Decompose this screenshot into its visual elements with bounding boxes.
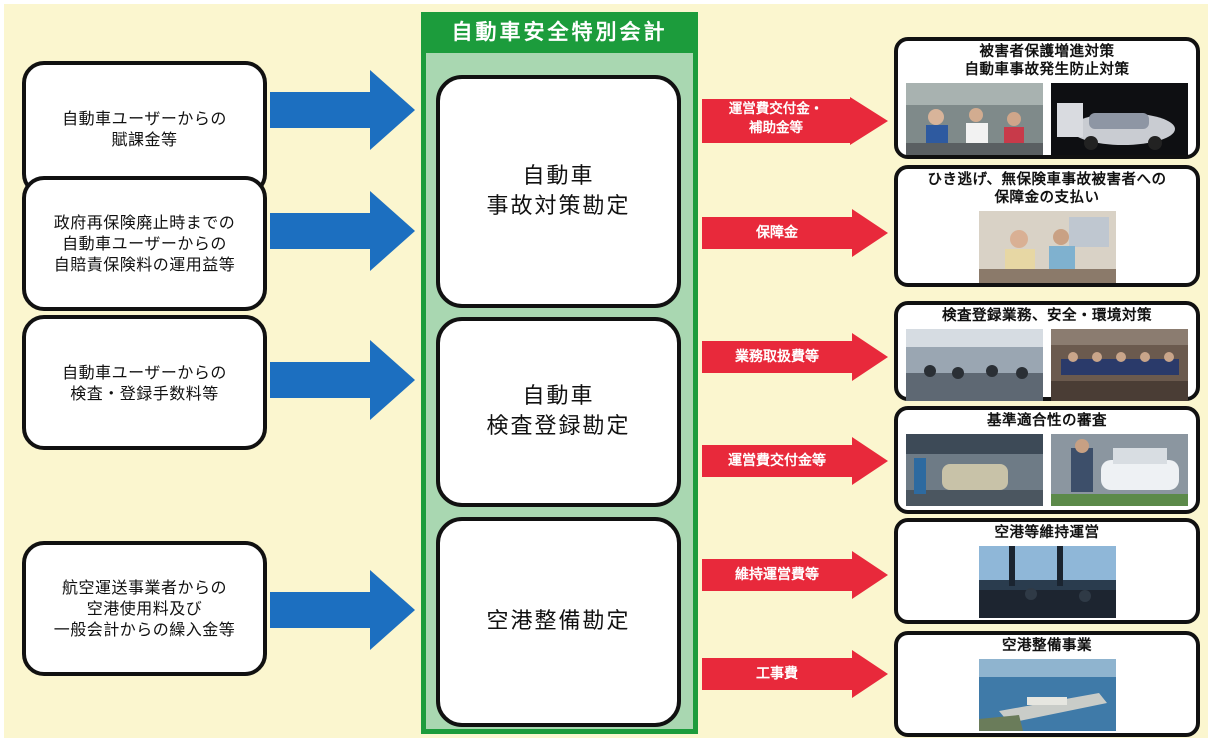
flow-label-operating-grant-subsidy: 運営費交付金・ 補助金等 — [728, 101, 824, 136]
dest-title: 空港整備事業 — [1002, 638, 1092, 654]
vehicle-inspection-lane-photo — [906, 434, 1043, 506]
care-support-photo — [978, 211, 1116, 283]
rescue-training-photo — [906, 83, 1043, 155]
blue-arrow-4 — [270, 570, 415, 650]
account-airport-development: 空港整備勘定 — [436, 517, 681, 727]
dest-title: 空港等維持運営 — [994, 525, 1100, 541]
flow-label-operating-grant: 運営費交付金等 — [728, 453, 826, 469]
special-account-title: 自動車安全特別会計 — [451, 20, 668, 44]
red-arrow-4: 運営費交付金等 — [702, 437, 890, 485]
engine-check-photo — [1051, 434, 1188, 506]
dest-title: 基準適合性の審査 — [987, 413, 1107, 429]
dest-airport-development: 空港整備事業 — [894, 631, 1200, 737]
source-box-reinsurance: 政府再保険廃止時までの 自動車ユーザーからの 自賠責保険料の運用益等 — [22, 176, 267, 311]
conference-room-photo — [1051, 329, 1188, 401]
dest-title: 被害者保護増進対策 自動車事故発生防止対策 — [964, 44, 1130, 78]
dest-victim-protection: 被害者保護増進対策 自動車事故発生防止対策 — [894, 37, 1200, 159]
red-arrow-3: 業務取扱費等 — [702, 333, 890, 381]
dest-airport-operations: 空港等維持運営 — [894, 518, 1200, 624]
flow-label-administrative-costs: 業務取扱費等 — [735, 349, 819, 365]
source-box-inspection-fees: 自動車ユーザーからの 検査・登録手数料等 — [22, 315, 267, 450]
dest-hit-and-run-compensation: ひき逃げ、無保険車事故被害者への 保障金の支払い — [894, 165, 1200, 287]
flow-label-compensation: 保障金 — [756, 225, 798, 241]
dest-title: ひき逃げ、無保険車事故被害者への 保障金の支払い — [927, 172, 1167, 206]
source-box-levy: 自動車ユーザーからの 賦課金等 — [22, 61, 267, 196]
dest-inspection-registration: 検査登録業務、安全・環境対策 — [894, 301, 1200, 401]
blue-arrow-3 — [270, 340, 415, 420]
red-arrow-6: 工事費 — [702, 650, 890, 698]
blue-arrow-2 — [270, 191, 415, 271]
special-account-panel: 自動車安全特別会計 自動車 事故対策勘定 自動車 検査登録勘定 空港整備勘定 — [421, 12, 698, 734]
account-inspection-registration: 自動車 検査登録勘定 — [436, 317, 681, 507]
control-tower-photo — [978, 546, 1116, 618]
blue-arrow-1 — [270, 70, 415, 150]
account-accident-measures: 自動車 事故対策勘定 — [436, 75, 681, 308]
dest-title: 検査登録業務、安全・環境対策 — [942, 308, 1152, 324]
special-account-inner: 自動車 事故対策勘定 自動車 検査登録勘定 空港整備勘定 — [426, 53, 693, 729]
crash-test-photo — [1051, 83, 1188, 155]
red-arrow-1: 運営費交付金・ 補助金等 — [702, 97, 890, 145]
airport-aerial-photo — [978, 659, 1116, 731]
flow-label-construction-costs: 工事費 — [756, 666, 798, 682]
source-box-airport-fees: 航空運送事業者からの 空港使用料及び 一般会計からの繰入金等 — [22, 541, 267, 676]
red-arrow-2: 保障金 — [702, 209, 890, 257]
red-arrow-5: 維持運営費等 — [702, 551, 890, 599]
dest-conformity-review: 基準適合性の審査 — [894, 406, 1200, 514]
registration-office-photo — [906, 329, 1043, 401]
flow-label-maintenance-costs: 維持運営費等 — [735, 567, 819, 583]
